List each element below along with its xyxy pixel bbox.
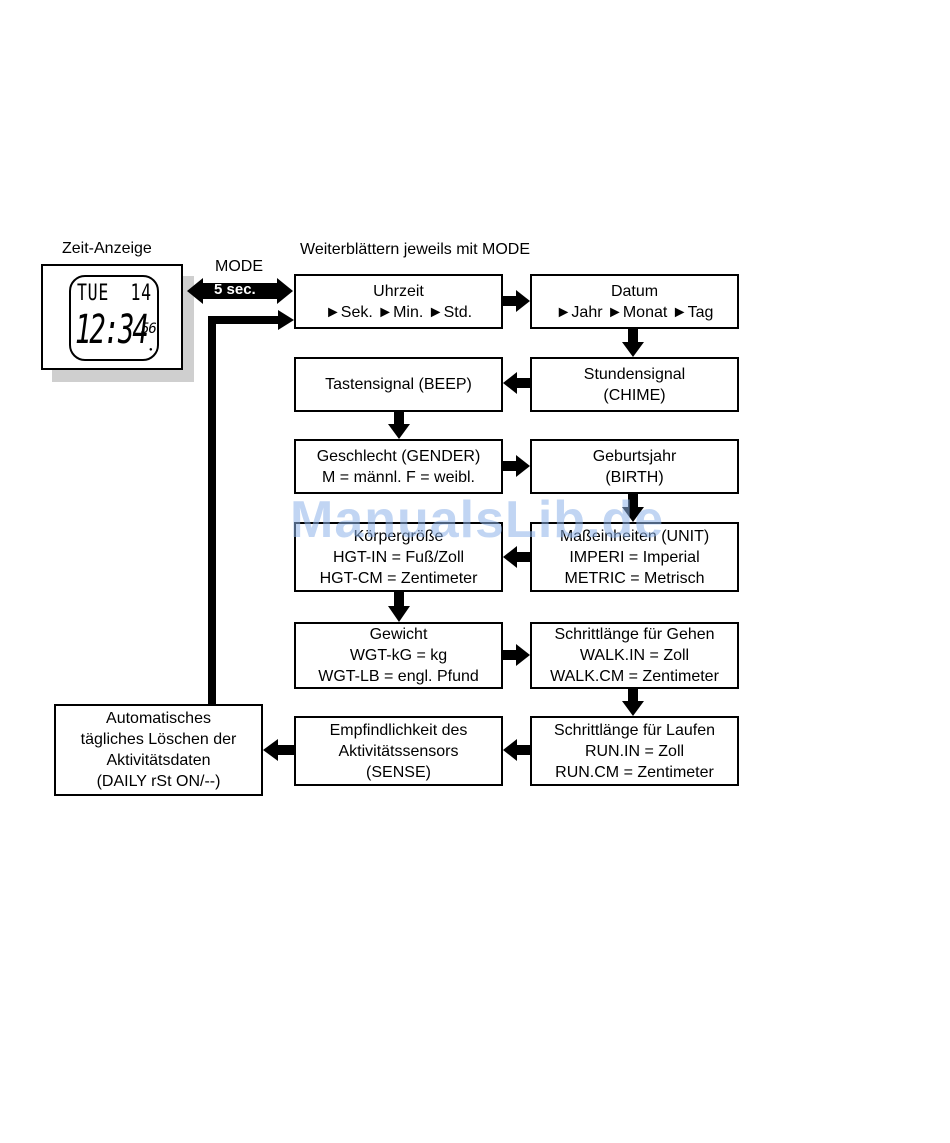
- header-caption: Weiterblättern jeweils mit MODE: [300, 241, 530, 258]
- arrow-unit-height-head: [503, 546, 517, 568]
- arrow-sense-daily-shaft: [277, 745, 294, 755]
- box-chime-line2: (CHIME): [603, 386, 666, 404]
- box-birth-line2: (BIRTH): [605, 468, 664, 486]
- arrow-date-chime-head: [622, 342, 644, 357]
- box-run-line2: RUN.IN = Zoll: [584, 742, 685, 760]
- box-gender-line1: Geschlecht (GENDER): [316, 447, 481, 465]
- arrow-walk-run-shaft: [628, 688, 638, 702]
- arrow-walk-run-head: [622, 701, 644, 716]
- box-birth-line1: Geburtsjahr: [592, 447, 677, 465]
- box-daily: Automatisches tägliches Löschen der Akti…: [54, 704, 263, 796]
- box-weight-line3: WGT-LB = engl. Pfund: [318, 668, 479, 685]
- box-time-line2: ►Sek. ►Min. ►Std.: [324, 303, 473, 321]
- box-birth: Geburtsjahr (BIRTH): [530, 439, 739, 494]
- box-unit-line3: METRIC = Metrisch: [564, 569, 705, 587]
- box-gender: Geschlecht (GENDER) M = männl. F = weibl…: [294, 439, 503, 494]
- watch-display: TUE 14 12:34 56 ●: [41, 264, 183, 370]
- box-weight-line2: WGT-kG = kg: [349, 647, 448, 664]
- arrow-weight-walk-head: [516, 644, 530, 666]
- arrow-time-date-head: [516, 290, 530, 312]
- lcd-weekday: TUE: [77, 281, 110, 306]
- box-daily-line3: Aktivitätsdaten: [106, 752, 211, 769]
- mode-hold-label: 5 sec.: [214, 281, 256, 298]
- loop-back-arrowhead: [278, 310, 294, 330]
- lcd-indicator: ●: [149, 347, 153, 353]
- arrow-birth-unit-head: [622, 507, 644, 522]
- arrow-run-sense-head: [503, 739, 517, 761]
- box-walk: Schrittlänge für Gehen WALK.IN = Zoll WA…: [530, 622, 739, 689]
- box-chime: Stundensignal (CHIME): [530, 357, 739, 412]
- lcd-day: 14: [130, 281, 152, 306]
- box-run-line1: Schrittlänge für Laufen: [554, 721, 715, 739]
- box-date-line2: ►Jahr ►Monat ►Tag: [555, 303, 714, 321]
- box-unit: Maßeinheiten (UNIT) IMPERI = Imperial ME…: [530, 522, 739, 592]
- box-sense-line2: Aktivitätssensors: [338, 742, 459, 760]
- box-date: Datum ►Jahr ►Monat ►Tag: [530, 274, 739, 329]
- lcd-time: 12:34: [75, 307, 149, 353]
- arrow-sense-daily-head: [263, 739, 278, 761]
- box-daily-line4: (DAILY rSt ON/--): [96, 773, 221, 790]
- loop-back-line: [208, 316, 278, 704]
- arrow-date-chime-shaft: [628, 329, 638, 343]
- box-weight: Gewicht WGT-kG = kg WGT-LB = engl. Pfund: [294, 622, 503, 689]
- box-height-line3: HGT-CM = Zentimeter: [319, 569, 478, 587]
- box-run-line3: RUN.CM = Zentimeter: [555, 763, 714, 781]
- box-sense-line3: (SENSE): [366, 763, 431, 781]
- box-time: Uhrzeit ►Sek. ►Min. ►Std.: [294, 274, 503, 329]
- box-daily-line1: Automatisches: [106, 710, 211, 727]
- box-height: Körpergröße HGT-IN = Fuß/Zoll HGT-CM = Z…: [294, 522, 503, 592]
- lcd-seconds: 56: [141, 321, 157, 337]
- box-walk-line1: Schrittlänge für Gehen: [554, 626, 715, 643]
- box-time-line1: Uhrzeit: [373, 282, 424, 300]
- arrow-beep-gender-head: [388, 424, 410, 439]
- box-daily-line2: tägliches Löschen der: [80, 731, 237, 748]
- lcd-screen: TUE 14 12:34 56 ●: [69, 275, 159, 361]
- arrow-weight-walk-shaft: [503, 650, 517, 660]
- box-height-line2: HGT-IN = Fuß/Zoll: [332, 548, 465, 566]
- arrow-gender-birth-shaft: [503, 461, 517, 471]
- box-date-line1: Datum: [610, 282, 659, 300]
- arrow-time-date-shaft: [503, 296, 517, 306]
- mode-double-arrow: [187, 278, 293, 304]
- box-sense-line1: Empfindlichkeit des: [329, 721, 468, 739]
- arrow-unit-height-shaft: [516, 552, 530, 562]
- arrow-chime-beep-shaft: [516, 378, 530, 388]
- box-sense: Empfindlichkeit des Aktivitätssensors (S…: [294, 716, 503, 786]
- mode-label: MODE: [215, 258, 263, 275]
- box-beep: Tastensignal (BEEP): [294, 357, 503, 412]
- box-unit-line2: IMPERI = Imperial: [569, 548, 700, 566]
- box-walk-line3: WALK.CM = Zentimeter: [550, 668, 719, 685]
- arrow-gender-birth-head: [516, 455, 530, 477]
- arrow-birth-unit-shaft: [628, 494, 638, 508]
- box-beep-line1: Tastensignal (BEEP): [325, 376, 472, 393]
- box-chime-line1: Stundensignal: [583, 365, 686, 383]
- lcd-date-line: TUE 14: [77, 281, 152, 306]
- arrow-chime-beep-head: [503, 372, 517, 394]
- watermark: ManualsLib.de: [290, 491, 665, 549]
- box-unit-line1: Maßeinheiten (UNIT): [559, 527, 710, 545]
- display-label: Zeit-Anzeige: [62, 240, 152, 257]
- box-walk-line2: WALK.IN = Zoll: [579, 647, 690, 664]
- arrow-beep-gender-shaft: [394, 411, 404, 425]
- box-run: Schrittlänge für Laufen RUN.IN = Zoll RU…: [530, 716, 739, 786]
- arrow-run-sense-shaft: [516, 745, 530, 755]
- box-height-line1: Körpergröße: [353, 527, 444, 545]
- arrow-height-weight-head: [388, 606, 410, 622]
- box-weight-line1: Gewicht: [369, 626, 428, 643]
- box-gender-line2: M = männl. F = weibl.: [322, 468, 475, 486]
- arrow-height-weight-shaft: [394, 591, 404, 607]
